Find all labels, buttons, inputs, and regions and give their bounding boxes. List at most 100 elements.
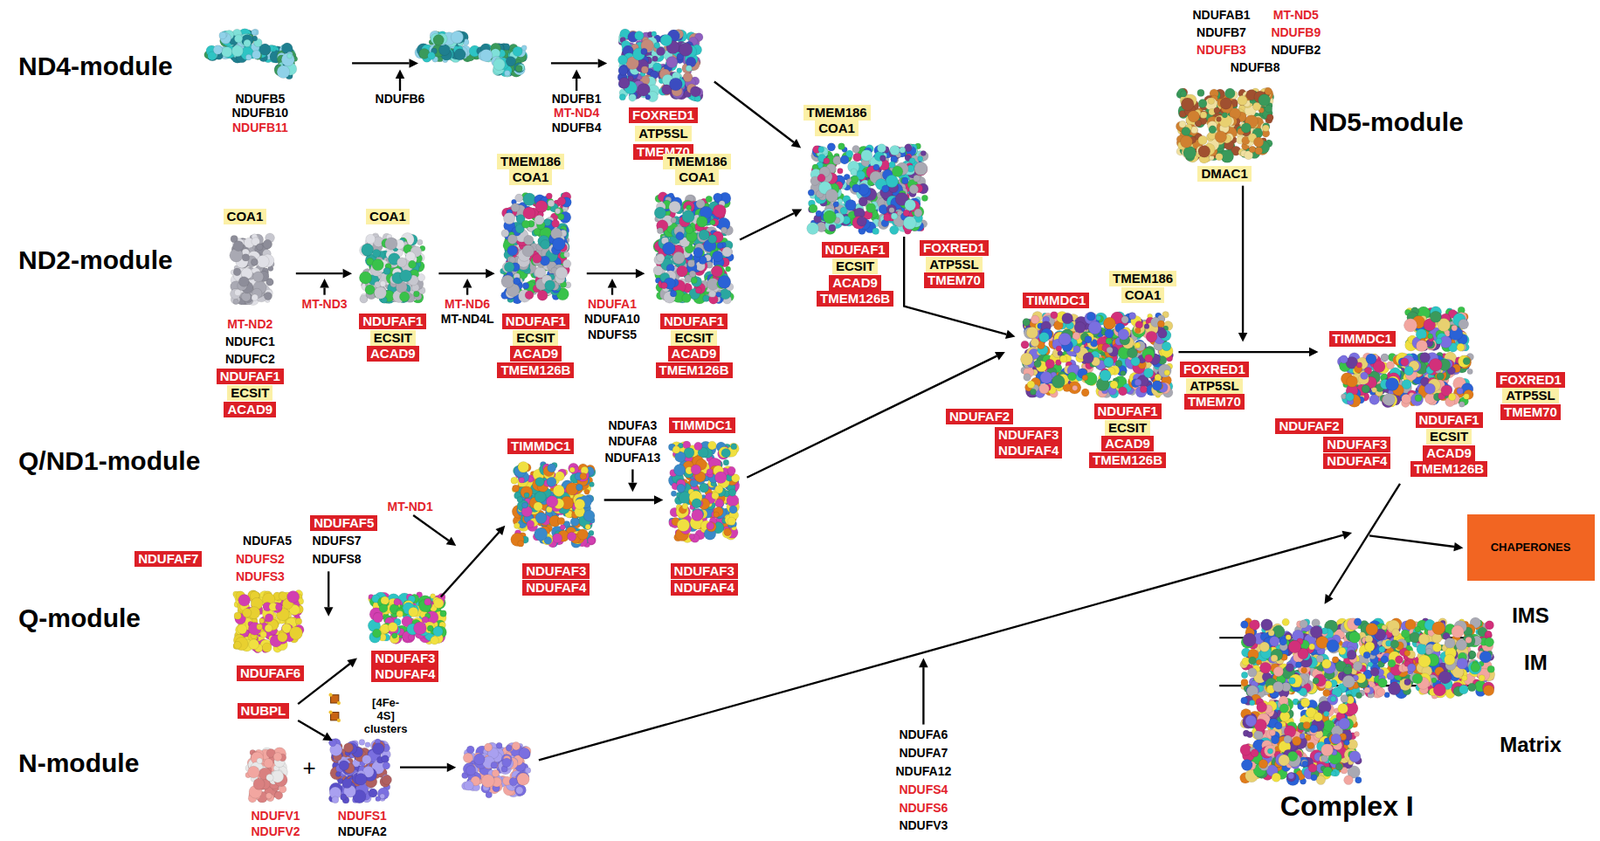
protein-surface [889, 225, 899, 235]
protein-structure [806, 143, 929, 235]
protein-surface [670, 217, 676, 223]
protein-surface [537, 289, 548, 301]
protein-surface [687, 260, 695, 268]
protein-surface [656, 254, 665, 263]
protein-surface [645, 94, 651, 100]
protein-surface [507, 245, 518, 256]
protein-surface [493, 58, 506, 71]
protein-surface [554, 208, 560, 214]
protein-surface [372, 259, 384, 271]
protein-surface [689, 86, 701, 97]
protein-surface [503, 212, 515, 224]
protein-surface [914, 208, 923, 217]
protein-surface [253, 271, 264, 283]
protein-surface [427, 52, 436, 61]
protein-surface [505, 56, 516, 67]
protein-surface [513, 277, 521, 285]
protein-surface [555, 471, 566, 482]
protein-surface [514, 523, 521, 530]
protein-surface [654, 42, 661, 49]
protein-surface [251, 294, 258, 301]
protein-surface [669, 289, 676, 297]
protein-surface [717, 242, 724, 249]
protein-surface [808, 204, 818, 214]
protein-surface [901, 177, 909, 185]
protein-surface [557, 517, 565, 525]
protein-surface [641, 48, 648, 55]
protein-surface [552, 484, 565, 497]
protein-surface [533, 502, 543, 511]
protein-surface [703, 295, 711, 303]
protein-surface [682, 72, 693, 83]
protein-surface [524, 234, 534, 245]
protein-surface [522, 244, 535, 257]
protein-surface [672, 251, 685, 264]
protein-surface [262, 239, 273, 249]
protein-surface [725, 266, 732, 272]
protein-surface [413, 290, 420, 297]
protein-surface [890, 213, 897, 220]
protein-surface [653, 62, 663, 72]
protein-surface [507, 234, 518, 244]
protein-surface [579, 472, 587, 480]
protein-surface [641, 66, 649, 74]
protein-surface [547, 463, 557, 473]
protein-surface [540, 240, 551, 250]
protein-surface [546, 476, 557, 487]
protein-surface [512, 46, 523, 56]
protein-surface [231, 45, 243, 57]
protein-surface [407, 260, 416, 269]
protein-surface [876, 144, 886, 153]
protein-surface [634, 30, 644, 41]
protein-surface [547, 200, 555, 207]
protein-surface [534, 214, 545, 225]
protein-surface [256, 255, 269, 268]
protein-structure [668, 441, 739, 543]
protein-surface [545, 193, 552, 200]
protein-surface [250, 258, 258, 266]
protein-surface [522, 282, 529, 289]
protein-surface [720, 227, 727, 234]
protein-surface [904, 199, 917, 211]
protein-surface [234, 34, 242, 43]
protein-structure [617, 28, 704, 103]
protein-surface [627, 75, 634, 82]
protein-surface [818, 146, 825, 153]
protein-structure [510, 461, 597, 548]
protein-surface [899, 146, 906, 153]
protein-surface [668, 77, 683, 91]
protein-surface [618, 55, 628, 65]
protein-surface [372, 248, 380, 257]
protein-surface [712, 204, 726, 218]
protein-surface [676, 265, 689, 277]
protein-surface [656, 227, 663, 235]
protein-structure [500, 192, 573, 304]
protein-surface [807, 189, 814, 196]
protein-surface [287, 53, 293, 59]
protein-surface [823, 210, 837, 224]
protein-surface [501, 275, 515, 289]
protein-surface [883, 213, 891, 221]
protein-surface [856, 216, 867, 227]
protein-surface [524, 290, 534, 300]
protein-surface [686, 205, 692, 211]
protein-surface [891, 165, 903, 177]
protein-surface [806, 222, 820, 235]
protein-surface [233, 241, 244, 252]
protein-surface [559, 524, 566, 531]
protein-surface [396, 257, 407, 268]
protein-surface [705, 195, 712, 202]
protein-surface [557, 197, 566, 207]
protein-surface [535, 477, 545, 487]
protein-surface [858, 197, 868, 207]
protein-surface [689, 270, 696, 277]
protein-surface [852, 184, 861, 193]
protein-surface [276, 65, 290, 79]
protein-surface [365, 234, 376, 244]
protein-surface [879, 155, 886, 162]
protein-surface [374, 281, 381, 288]
protein-surface [263, 292, 272, 301]
protein-surface [652, 55, 659, 63]
protein-surface [433, 34, 444, 46]
